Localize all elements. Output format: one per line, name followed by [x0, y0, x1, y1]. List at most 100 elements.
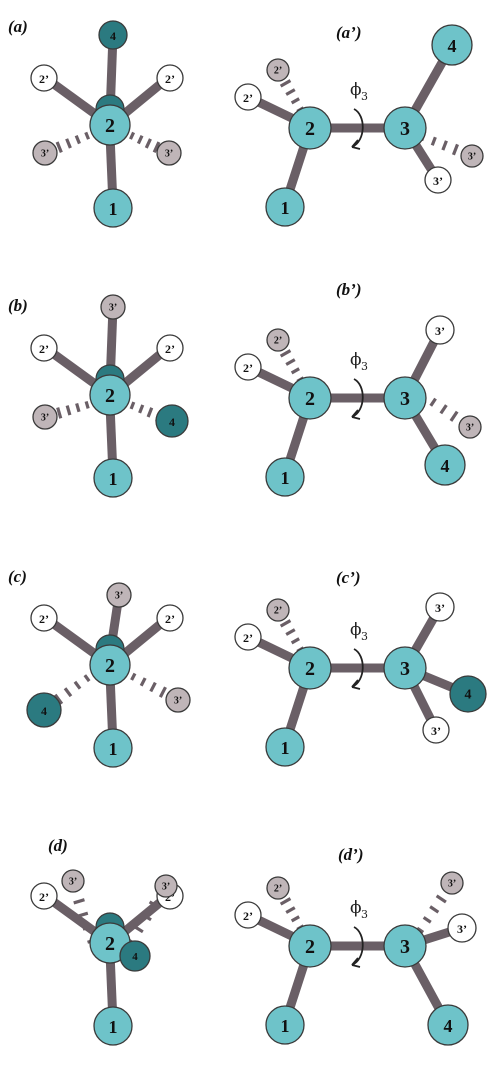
- newman-a: 2 2’ 2’ 1 4 3’ 3’: [30, 20, 184, 228]
- a-atom-3: 3: [383, 106, 427, 150]
- b-atom-2p-rear: 2’: [266, 328, 290, 352]
- c-atom-2: 2: [89, 644, 131, 686]
- a-atom-lower-left-label: 3’: [41, 149, 49, 160]
- b-atom-2p-front-label: 2’: [243, 361, 253, 375]
- panel-label-d: (d): [48, 836, 68, 855]
- c-atom-2: 2: [288, 646, 332, 690]
- torsion-subscript: 3: [361, 360, 368, 373]
- c-atom-3-sub-2: 3’: [422, 716, 450, 744]
- d-atom-2p-rear: 2’: [266, 876, 290, 900]
- a-atom-2: 2: [89, 104, 131, 146]
- b-atom-3-sub-0: 3’: [425, 315, 455, 345]
- c-atom-3: 3: [383, 646, 427, 690]
- torsion-symbol: ϕ: [350, 620, 362, 640]
- b-atom-2-label: 2: [105, 385, 115, 407]
- a-atom-2p-front-label: 2’: [243, 91, 253, 105]
- rotation-arrow: [351, 108, 364, 148]
- d-atom-3-label: 3: [400, 936, 410, 958]
- b-atom-2p-left-label: 2’: [39, 342, 49, 356]
- c-atom-2p-left: 2’: [30, 604, 58, 632]
- d-atom-2p-front-label: 2’: [243, 909, 253, 923]
- d-atom-1-label: 1: [281, 1016, 290, 1036]
- a-atom-1-label: 1: [109, 199, 118, 219]
- c-atom-top-label: 3’: [115, 591, 123, 602]
- a-atom-2p-right: 2’: [156, 64, 184, 92]
- a-atom-top-label: 4: [110, 29, 116, 43]
- b-atom-2p-right: 2’: [156, 334, 184, 362]
- d-atom-3-sub-0: 3’: [440, 871, 464, 895]
- d-atom-1: 1: [265, 1005, 305, 1045]
- newman-b: 2 2’ 2’ 1 3’ 3’ 4: [30, 294, 189, 498]
- c-atom-3-sub-0-label: 3’: [435, 601, 445, 615]
- c-atom-1: 1: [93, 728, 133, 768]
- rotation-arrow-head: [351, 409, 361, 420]
- c-atom-1: 1: [265, 727, 305, 767]
- b-atom-top-label: 3’: [109, 303, 117, 314]
- d-atom-3-sub-2: 4: [427, 1004, 469, 1046]
- c-atom-1-label: 1: [281, 738, 290, 758]
- c-atom-3-sub-1-label: 4: [465, 688, 472, 703]
- a-atom-1: 1: [265, 187, 305, 227]
- d-atom-3-sub-1: 3’: [447, 913, 477, 943]
- a-atom-2: 2: [288, 106, 332, 150]
- c-atom-1-label: 1: [109, 739, 118, 759]
- b-atom-3: 3: [383, 376, 427, 420]
- d-atom-2-label: 2: [305, 936, 315, 958]
- d-atom-3: 3: [383, 924, 427, 968]
- d-atom-2p-left-label: 2’: [39, 890, 49, 904]
- b-atom-lower-right-label: 4: [169, 415, 175, 429]
- d-atom-lower-right: 3’: [154, 874, 178, 898]
- a-atom-3-sub-2: 3’: [424, 166, 452, 194]
- c-atom-3-sub-1: 4: [449, 675, 487, 713]
- c-atom-lower-left: 4: [26, 692, 62, 728]
- torsion-symbol: ϕ: [350, 80, 362, 100]
- b-atom-3-label: 3: [400, 388, 410, 410]
- a-atom-3-sub-1-label: 3’: [468, 152, 476, 163]
- d-atom-3-sub-2-label: 4: [444, 1016, 453, 1036]
- b-atom-3-sub-2-label: 4: [441, 456, 450, 476]
- a-atom-lower-right-label: 3’: [165, 149, 173, 160]
- c-atom-lower-right-label: 3’: [174, 696, 182, 707]
- b-atom-2p-rear-label: 2’: [274, 336, 282, 347]
- rotation-arrow-head: [351, 957, 361, 968]
- d-atom-2p-front: 2’: [234, 901, 262, 929]
- torsion-symbol: ϕ: [350, 898, 362, 918]
- newman-d: 22’2’143’3’: [30, 869, 184, 1046]
- d-atom-3-sub-0-label: 3’: [448, 879, 456, 890]
- d-atom-top-label: 4: [132, 951, 138, 963]
- b-atom-1-label: 1: [109, 469, 118, 489]
- rotation-arrow: [351, 926, 364, 966]
- a-atom-2p-left-label: 2’: [39, 72, 49, 86]
- c-atom-2p-left-label: 2’: [39, 612, 49, 626]
- a-atom-lower-right: 3’: [156, 140, 182, 166]
- b-atom-2p-front: 2’: [234, 353, 262, 381]
- a-atom-1-label: 1: [281, 198, 290, 218]
- c-atom-2p-front-label: 2’: [243, 631, 253, 645]
- torsion-symbol: ϕ: [350, 350, 362, 370]
- b-atom-1: 1: [265, 457, 305, 497]
- newman-c: 2 2’ 2’ 1 3’ 4 3’: [26, 582, 191, 768]
- a-atom-2p-rear-label: 2’: [274, 66, 282, 77]
- panel-label-a-prime: (a’): [336, 23, 361, 42]
- b-atom-3-sub-0-label: 3’: [435, 324, 445, 338]
- panel-label-c: (c): [8, 567, 27, 586]
- b-atom-lower-left: 3’: [32, 404, 58, 430]
- d-atom-1: 1: [93, 1006, 133, 1046]
- a-atom-2-label: 2: [105, 115, 115, 137]
- c-atom-2p-right: 2’: [156, 604, 184, 632]
- c-atom-2p-right-label: 2’: [165, 612, 175, 626]
- b-atom-1-label: 1: [281, 468, 290, 488]
- b-atom-2p-right-label: 2’: [165, 342, 175, 356]
- torsion-subscript: 3: [361, 908, 368, 921]
- c-atom-3-label: 3: [400, 658, 410, 680]
- d-atom-2p-rear-label: 2’: [274, 884, 282, 895]
- d-atom-1-label: 1: [109, 1017, 118, 1037]
- d-atom-2-label: 2: [105, 933, 115, 955]
- a-atom-2p-front: 2’: [234, 83, 262, 111]
- d-atom-lower-left: 3’: [61, 869, 85, 893]
